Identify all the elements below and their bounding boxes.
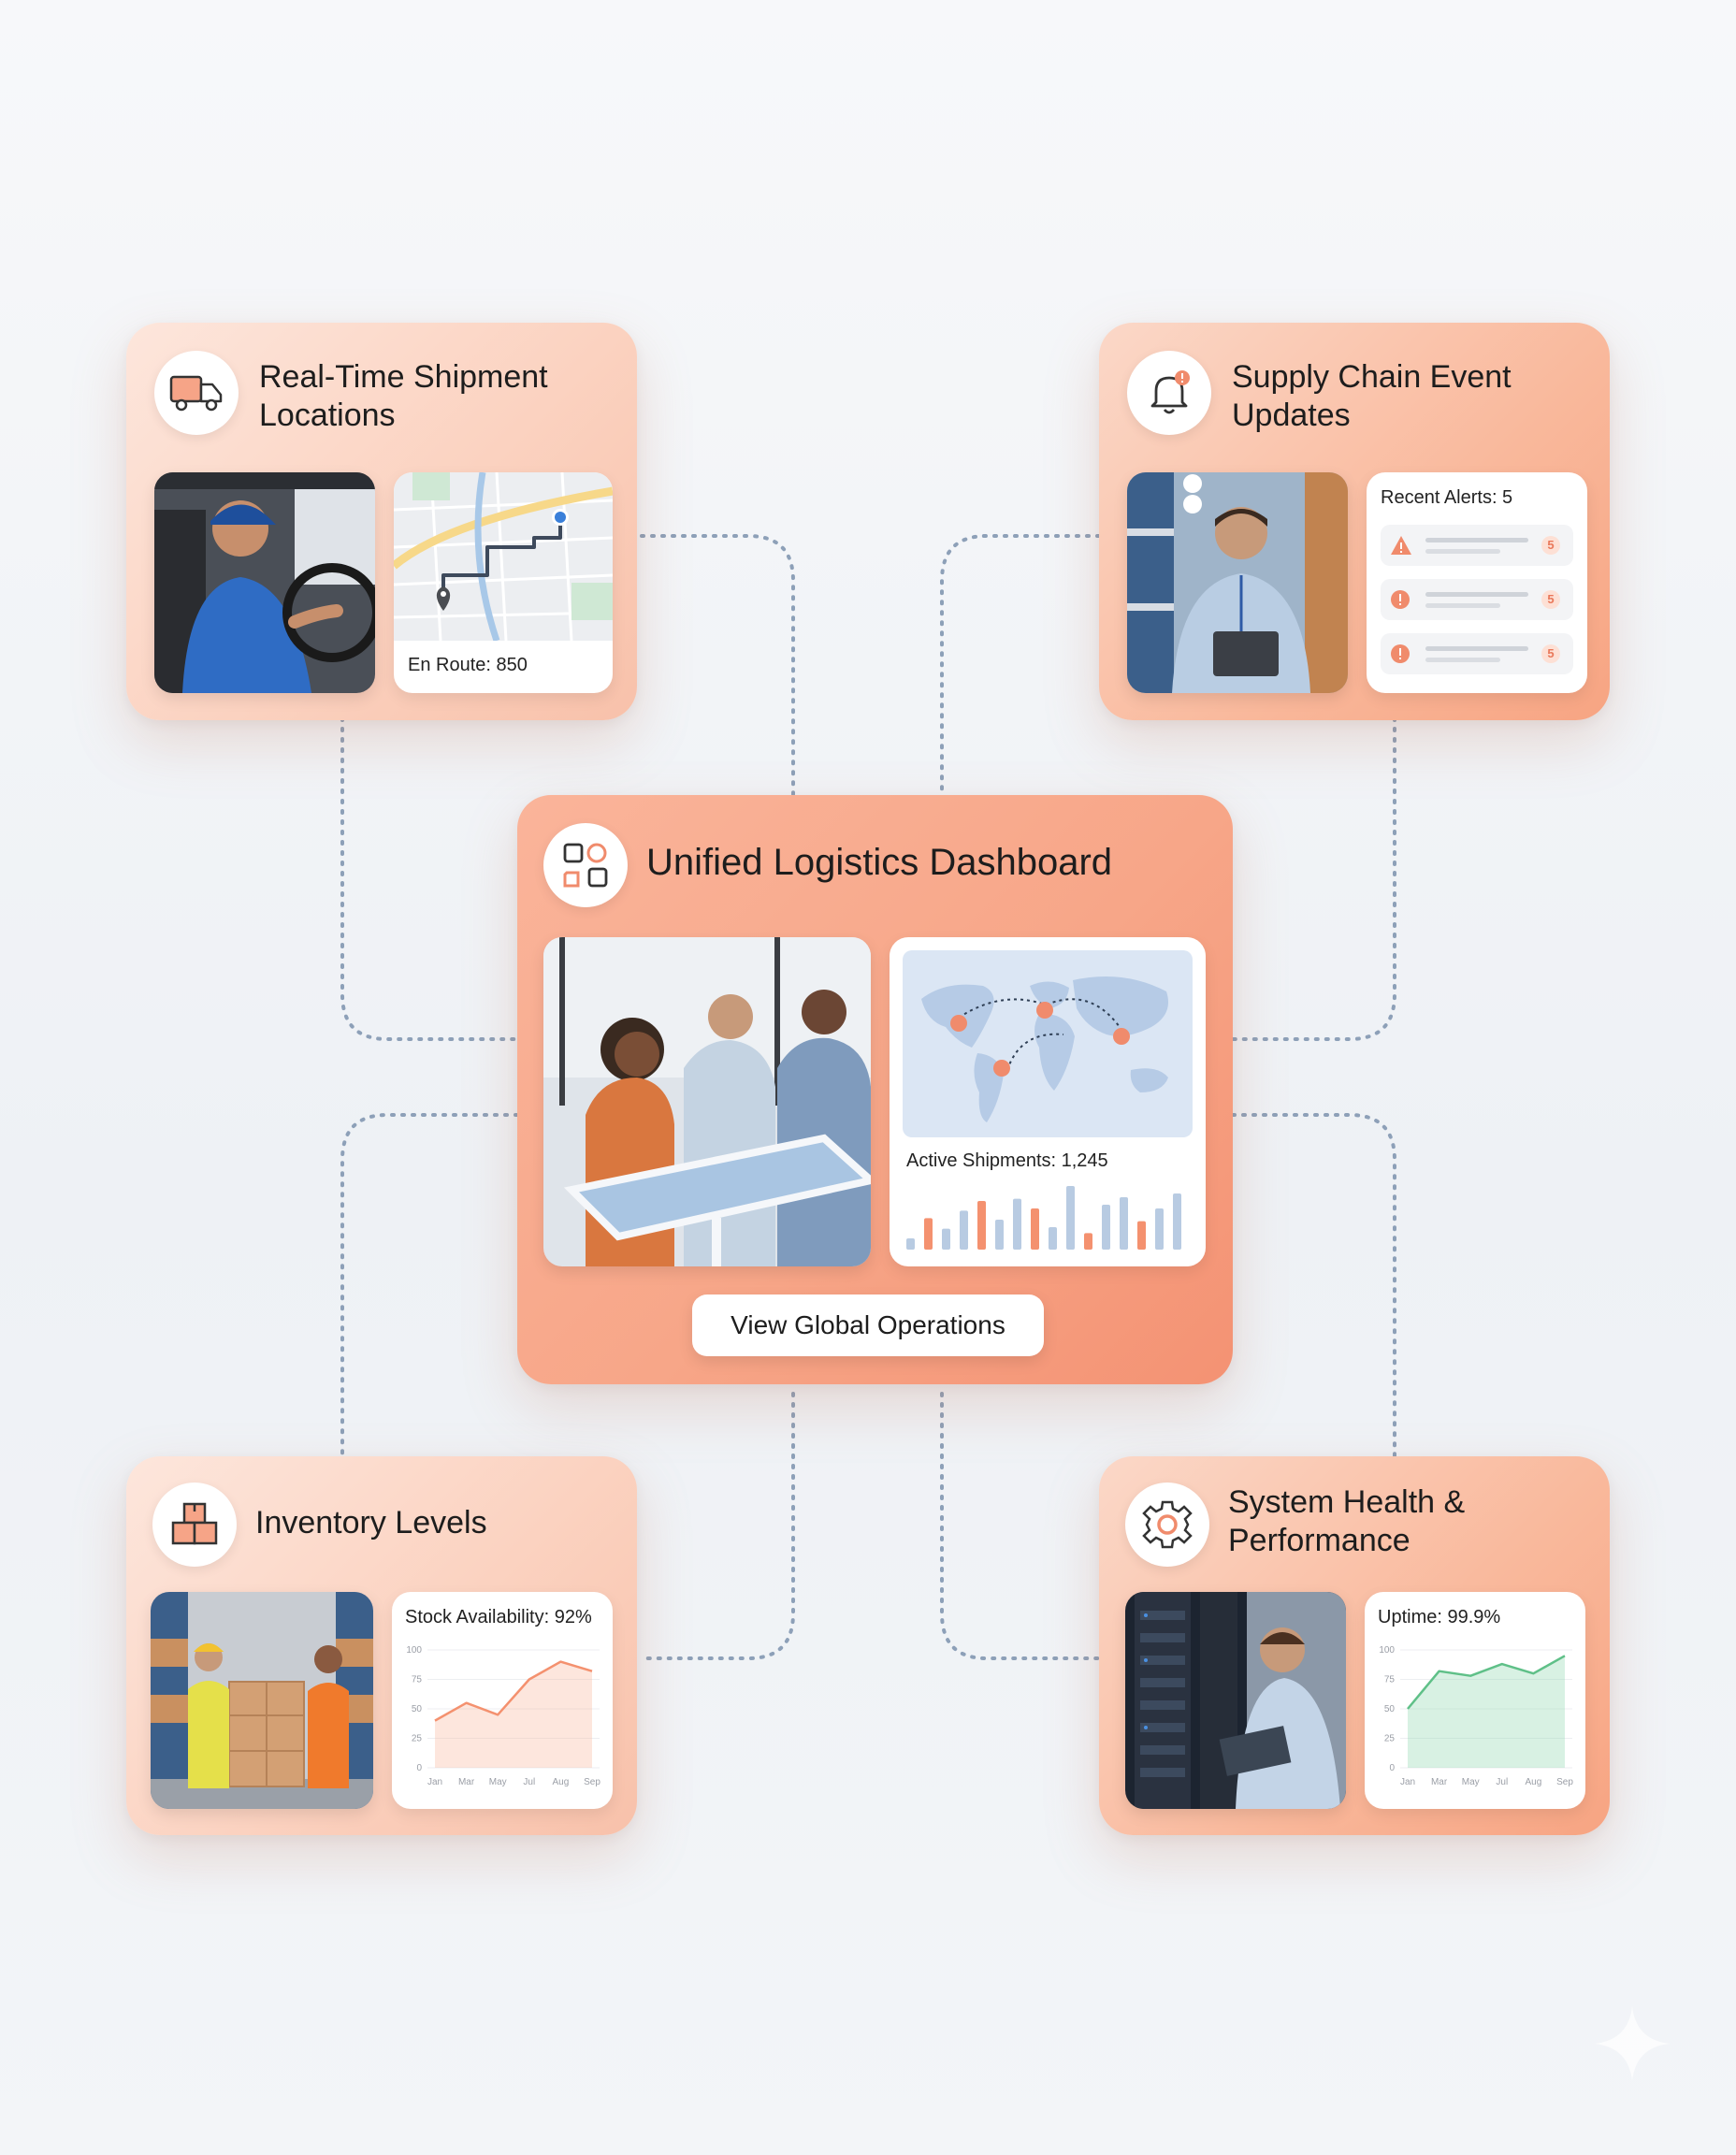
bar	[1155, 1208, 1164, 1250]
supply-chain-events-card[interactable]: Supply Chain Event Updates Recent Alerts…	[1099, 323, 1610, 720]
series-line	[434, 1660, 593, 1722]
area-fill	[1408, 1656, 1565, 1768]
grid-apps-icon	[543, 823, 628, 907]
warehouse-worker-tablet-photo	[1127, 472, 1348, 693]
alert-count-badge: 5	[1541, 644, 1560, 663]
bar	[960, 1210, 968, 1250]
bar	[1066, 1186, 1075, 1250]
route-map	[394, 472, 613, 641]
bar	[924, 1218, 933, 1250]
card-title: System Health & Performance	[1228, 1484, 1466, 1558]
bar	[906, 1238, 915, 1250]
shipment-locations-card[interactable]: Real-Time Shipment Locations	[126, 323, 637, 720]
alert-circle-icon	[1391, 644, 1410, 663]
stock-availability-label: Stock Availability: 92%	[405, 1607, 592, 1627]
alert-count-badge: 5	[1541, 590, 1560, 609]
route-map-panel: En Route: 850	[394, 472, 613, 693]
uptime-label: Uptime: 99.9%	[1378, 1607, 1501, 1627]
truck-driver-photo	[154, 472, 375, 693]
y-tick-label: 0	[1389, 1763, 1395, 1773]
x-tick-label: Jul	[1496, 1777, 1508, 1787]
bar	[977, 1201, 986, 1250]
active-shipments-label: Active Shipments: 1,245	[906, 1150, 1108, 1171]
series-line	[1407, 1655, 1566, 1710]
dashboard-graphics	[903, 950, 1193, 1250]
sparkle-icon	[1595, 2006, 1670, 2081]
y-tick-label: 25	[1384, 1734, 1396, 1744]
bar	[1013, 1198, 1021, 1250]
x-tick-label: Sep	[1556, 1777, 1573, 1787]
recent-alerts-panel: Recent Alerts: 5 5 5	[1367, 472, 1587, 693]
alert-text-placeholder	[1425, 538, 1528, 542]
y-tick-label: 75	[1384, 1675, 1396, 1685]
shipment-marker-icon	[950, 1002, 1130, 1077]
alert-text-placeholder	[1425, 592, 1528, 597]
view-global-operations-button[interactable]: View Global Operations	[692, 1294, 1044, 1356]
x-tick-label: Aug	[1526, 1777, 1542, 1787]
system-health-card[interactable]: System Health & Performance Uptime: 99.9…	[1099, 1456, 1610, 1835]
x-tick-label: Aug	[553, 1777, 570, 1787]
alert-text-placeholder	[1425, 549, 1500, 554]
boxes-icon	[152, 1482, 237, 1567]
y-tick-label: 50	[412, 1704, 423, 1714]
bar	[942, 1228, 950, 1250]
y-tick-label: 75	[412, 1675, 423, 1685]
server-room-engineer-photo	[1125, 1592, 1346, 1809]
card-title: Real-Time Shipment Locations	[259, 359, 548, 433]
en-route-label: En Route: 850	[408, 655, 528, 675]
alert-text-placeholder	[1425, 603, 1500, 608]
alert-text-placeholder	[1425, 658, 1500, 662]
bell-icon	[1127, 351, 1211, 435]
bar	[1084, 1233, 1092, 1250]
x-tick-label: Mar	[458, 1777, 475, 1787]
warning-triangle-icon	[1391, 536, 1411, 555]
alert-row[interactable]: 5	[1381, 633, 1573, 674]
area-fill	[435, 1661, 592, 1768]
card-title: Inventory Levels	[255, 1505, 487, 1540]
bar	[1102, 1205, 1110, 1250]
x-tick-label: May	[489, 1777, 507, 1787]
alert-count-badge: 5	[1541, 536, 1560, 555]
active-shipments-bar-chart	[906, 1186, 1181, 1250]
inventory-levels-card[interactable]: Inventory Levels Stock Availability: 92%…	[126, 1456, 637, 1835]
x-tick-label: Sep	[584, 1777, 600, 1787]
bar	[1137, 1221, 1146, 1250]
bar	[1031, 1208, 1039, 1250]
y-tick-label: 100	[1379, 1645, 1395, 1656]
x-tick-label: May	[1462, 1777, 1480, 1787]
x-tick-label: Mar	[1431, 1777, 1448, 1787]
card-title: Supply Chain Event Updates	[1232, 359, 1512, 433]
y-tick-label: 50	[1384, 1704, 1396, 1714]
warehouse-workers-photo	[151, 1592, 373, 1809]
unified-dashboard-card[interactable]: Unified Logistics Dashboard	[517, 795, 1233, 1384]
alert-text-placeholder	[1425, 646, 1528, 651]
global-shipments-panel: Active Shipments: 1,245	[890, 937, 1206, 1266]
bar	[995, 1220, 1004, 1250]
alert-row[interactable]: 5	[1381, 525, 1573, 566]
y-tick-label: 25	[412, 1734, 423, 1744]
x-tick-label: Jan	[427, 1777, 442, 1787]
bar	[1120, 1197, 1128, 1250]
team-touchscreen-photo	[543, 937, 871, 1266]
y-tick-label: 100	[406, 1645, 422, 1656]
bar	[1173, 1193, 1181, 1250]
y-tick-label: 0	[416, 1763, 422, 1773]
gear-icon	[1125, 1482, 1209, 1567]
bar	[1049, 1227, 1057, 1250]
recent-alerts-label: Recent Alerts: 5	[1381, 487, 1513, 508]
truck-icon	[154, 351, 239, 435]
x-tick-label: Jan	[1400, 1777, 1415, 1787]
dashboard-title: Unified Logistics Dashboard	[646, 842, 1113, 883]
alert-circle-icon	[1391, 590, 1410, 609]
alert-row[interactable]: 5	[1381, 579, 1573, 620]
x-tick-label: Jul	[523, 1777, 535, 1787]
